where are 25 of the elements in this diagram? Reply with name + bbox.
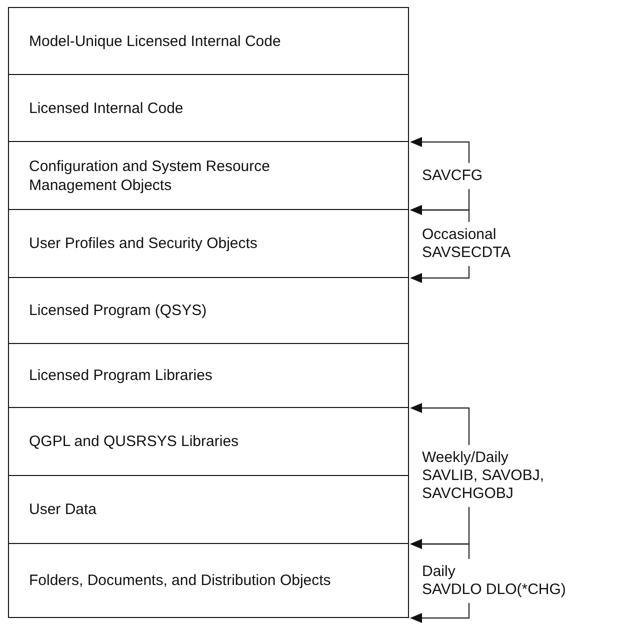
layer-label: Licensed Program Libraries <box>29 366 212 385</box>
layer-label: User Data <box>29 500 97 519</box>
layer-label: Configuration and System Resource Management Objects <box>29 156 271 194</box>
layer-box <box>8 141 409 210</box>
bracket-label: SAVLIB, SAVOBJ, SAVCHGOBJ <box>422 467 545 503</box>
layer-box <box>8 407 409 476</box>
layer-label: User Profiles and Security Objects <box>29 234 258 253</box>
bracket-label: SAVSECDTA <box>422 244 512 262</box>
layer-box <box>8 475 409 544</box>
bracket-label: Weekly/Daily <box>422 449 510 467</box>
layer-box <box>8 209 409 278</box>
bracket-label: SAVDLO DLO(*CHG) <box>422 581 567 599</box>
bracket-label: Occasional <box>422 226 498 244</box>
layer-label: QGPL and QUSRSYS Libraries <box>29 432 239 451</box>
layer-label: Licensed Program (QSYS) <box>29 301 207 320</box>
layer-box <box>8 343 409 408</box>
layer-box <box>8 74 409 142</box>
layer-box <box>8 7 409 75</box>
layer-box <box>8 543 409 618</box>
layer-label: Folders, Documents, and Distribution Objects <box>29 571 331 590</box>
layer-label: Licensed Internal Code <box>29 98 184 118</box>
layer-label: Model-Unique Licensed Internal Code <box>29 32 281 50</box>
layer-box <box>8 277 409 344</box>
bracket-label: Daily <box>422 563 456 581</box>
bracket-label: SAVCFG <box>422 167 484 185</box>
